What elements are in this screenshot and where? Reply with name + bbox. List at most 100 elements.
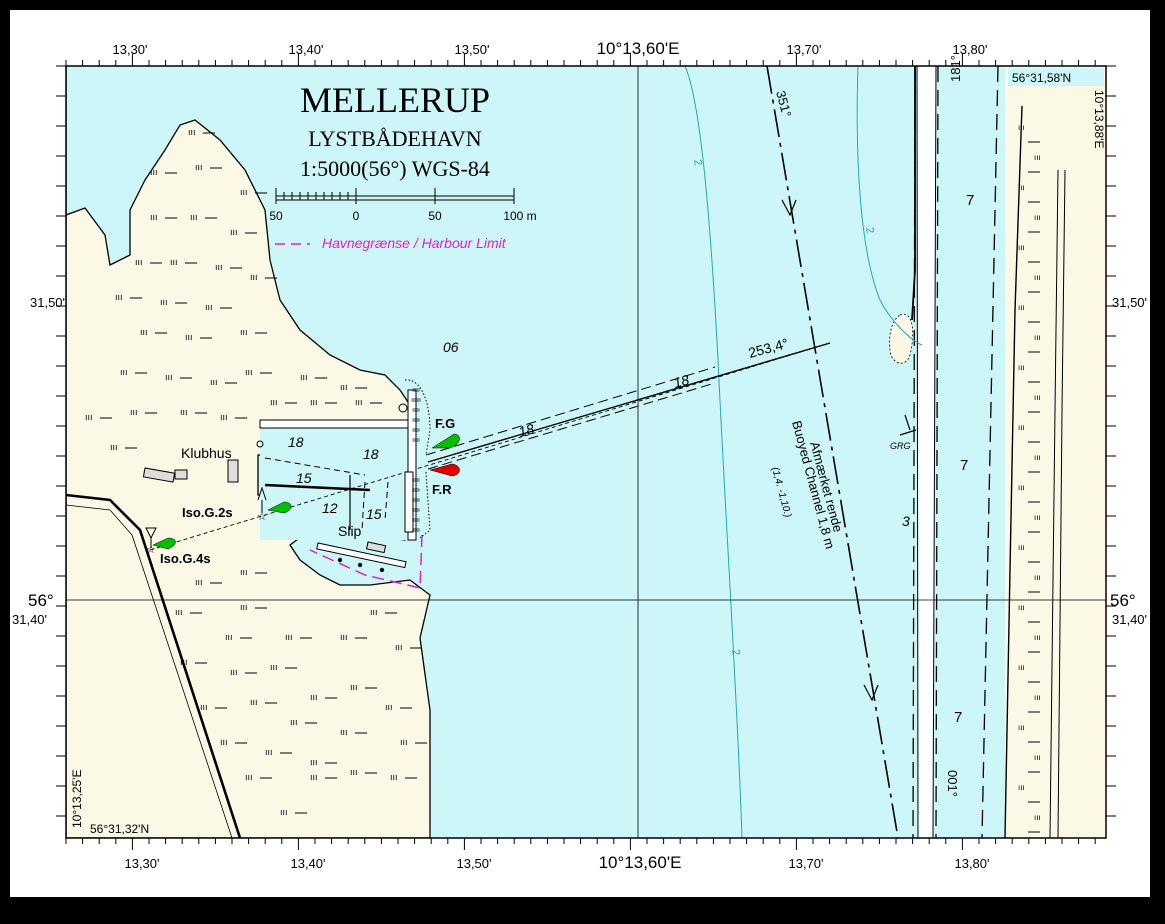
marsh-symbol: ııı (1018, 723, 1025, 732)
leading-light-rear-icon (145, 527, 157, 548)
marsh-symbol: ııı (240, 602, 248, 612)
channel-arrow-north (781, 199, 797, 217)
marsh-symbol: ııı (1034, 573, 1041, 582)
lon-label-bottom-1: 13,30' (124, 856, 159, 871)
mole-east (911, 66, 916, 321)
marsh-symbol: ııı (160, 297, 168, 307)
marsh-symbol: ııı (1034, 693, 1041, 702)
depth-7-b: 7 (960, 457, 968, 474)
bearing-351: 351° (773, 89, 794, 119)
marsh-symbol: ııı (265, 747, 273, 757)
scale-label-50-left: 50 (269, 209, 283, 223)
label-grg: GRG (890, 441, 911, 451)
marsh-symbol: ııı (240, 187, 248, 197)
marsh-symbol: ııı (280, 807, 288, 817)
harbour-limit-line (309, 534, 423, 589)
lon-label-bottom-5: 13,70' (788, 856, 823, 871)
bearing-001: 001° (945, 770, 960, 797)
ticks-top (65, 54, 1096, 66)
leading-line-dash-b (427, 382, 716, 470)
marsh-symbol: ııı (1034, 213, 1041, 222)
pier-east (407, 389, 417, 541)
depth-12: 12 (322, 500, 338, 516)
marsh-symbol: ııı (1018, 123, 1025, 132)
marsh-symbol: ııı (240, 327, 248, 337)
slip-ramp-2 (365, 541, 387, 554)
nautical-chart: ☆ ☆ 13,30' 13,40' 13,50' 10°13,60'E 13,7… (12, 39, 1147, 872)
marsh-symbol: ııı (245, 772, 253, 782)
marsh-symbol: ııı (230, 667, 238, 677)
scale-label-0: 0 (353, 209, 360, 223)
contour-label-1: 2 (691, 158, 704, 166)
marsh-symbol: ııı (240, 567, 248, 577)
pontoon-4 (361, 481, 366, 531)
marsh-symbol: ııı (340, 382, 348, 392)
marsh-symbol: ııı (250, 272, 258, 282)
chart-scale: 1:5000(56°) WGS-84 (300, 156, 490, 181)
marsh-symbol: ııı (1018, 543, 1025, 552)
buoyed-channel-line (766, 66, 899, 838)
marsh-symbol: ııı (150, 212, 158, 222)
marsh-symbol: ııı (190, 212, 198, 222)
marsh-symbol: ııı (200, 702, 208, 712)
marsh-symbol: ııı (85, 412, 93, 422)
marsh-symbol: ııı (245, 367, 253, 377)
mole-islet (889, 313, 914, 364)
scale-bar (275, 188, 515, 204)
marsh-symbol: ııı (290, 717, 298, 727)
corner-lon-top-right: 10°13,88'E (1092, 90, 1106, 148)
depth-06: 06 (443, 339, 459, 355)
label-klubhus: Klubhus (181, 445, 232, 461)
marsh-symbol: ııı (1018, 363, 1025, 372)
marsh-symbol: ııı (1018, 483, 1025, 492)
marsh-symbol: ııı (180, 407, 188, 417)
channel-arrow-south (863, 684, 879, 702)
lon-label-top-3: 13,50' (454, 42, 489, 57)
bearing-181: 181° (948, 55, 963, 82)
marsh-symbol: ııı (310, 397, 318, 407)
leading-light-front-star: ☆ (257, 511, 267, 523)
marsh-symbol: ııı (130, 407, 138, 417)
marsh-symbol: ııı (175, 607, 183, 617)
marsh-symbol: ııı (1034, 273, 1041, 282)
marsh-symbol: ııı (230, 227, 238, 237)
building-1 (142, 467, 176, 483)
marsh-symbol: ııı (270, 662, 278, 672)
shoreline-east (1049, 169, 1059, 838)
marsh-symbol: ııı (120, 367, 128, 377)
pier-middle (404, 471, 414, 533)
label-slip: Slip (338, 523, 362, 539)
marsh-symbol: ııı (195, 577, 203, 587)
light-fr-sector (429, 463, 460, 477)
marsh-symbol: ııı (400, 737, 408, 747)
building-2 (174, 469, 188, 480)
depth-7-c: 7 (954, 709, 962, 726)
marsh-symbol: ııı (1034, 153, 1041, 162)
marsh-symbol: ııı (1034, 333, 1041, 342)
marsh-symbol: ııı (1018, 663, 1025, 672)
marsh-symbol: ııı (188, 127, 196, 137)
marsh-symbol: ııı (115, 292, 123, 302)
marsh-symbol: ııı (1034, 393, 1041, 402)
ticks-bottom (65, 838, 1096, 850)
marsh-symbol: ııı (1034, 753, 1041, 762)
contour-label-3: 2 (729, 648, 742, 656)
marsh-symbol: ııı (140, 327, 148, 337)
klubhus-marker (256, 440, 264, 448)
light-fg-sector (431, 433, 460, 449)
lon-label-top-1: 13,30' (112, 42, 147, 57)
marsh-symbol: ııı (310, 757, 318, 767)
marsh-symbol: ııı (1018, 183, 1025, 192)
road-sw-2 (66, 504, 233, 838)
harbour-basin (260, 420, 410, 540)
lat-label-left-degree: 56° (28, 591, 54, 610)
lon-label-top-2: 13,40' (288, 42, 323, 57)
marsh-symbol: ııı (215, 262, 223, 272)
channel-limit-east (935, 66, 939, 838)
pontoon-2 (264, 457, 366, 476)
marsh-symbol: ııı (110, 442, 118, 452)
marsh-symbol: ııı (170, 257, 178, 267)
light-label-fr: F.R (432, 482, 452, 497)
map-border (65, 65, 1107, 839)
breakwater-stones-south (412, 478, 420, 532)
